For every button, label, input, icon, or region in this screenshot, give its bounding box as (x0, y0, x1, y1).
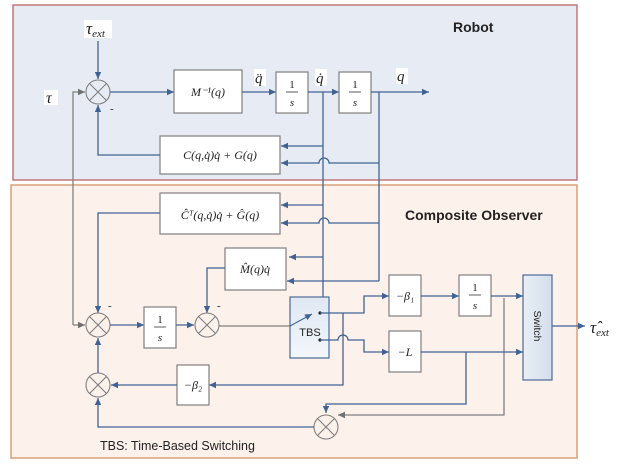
svg-text:s: s (353, 97, 357, 109)
observer-sum-junction-2 (194, 312, 220, 338)
coriolis-gravity-hat-label: Ĉᵀ(q,q̇)q̇ + Ĝ(q) (181, 208, 259, 222)
svg-text:s: s (158, 332, 162, 344)
integrator-to-bottom-mult-wire (338, 298, 505, 419)
inv-mass-label: M⁻¹(q) (190, 85, 225, 99)
momentum-to-sum-wire (203, 267, 225, 313)
L-to-bottom-mult-wire (322, 352, 467, 413)
tbs-legend-note: TBS: Time-Based Switching (100, 439, 255, 453)
tau-ext-hat-label: τ̂ext (590, 318, 610, 339)
robot-panel-title: Robot (453, 19, 494, 35)
observer-panel-title: Composite Observer (405, 207, 543, 223)
qdot-label-bg (315, 69, 327, 86)
beta1-label: −β₁ (396, 289, 414, 303)
qdot-label: q̇ (316, 71, 324, 87)
tbs-to-beta2-wire (209, 313, 344, 389)
coriolis-feedback-wire (94, 105, 160, 156)
observer-integrator-2-block: 1 s (458, 274, 492, 317)
tbs-label: TBS (299, 327, 320, 339)
qddot-label: q̈ (255, 71, 263, 87)
tbs-block[interactable]: TBS (289, 296, 330, 359)
gain-L-block: −L (388, 330, 422, 373)
svg-text:s: s (290, 97, 294, 109)
coriolis-gravity-hat-block: Ĉᵀ(q,q̇)q̇ + Ĝ(q) (159, 192, 281, 235)
robot-sum-minus-sign: - (110, 103, 114, 115)
observer-sum-1-minus-sign: - (108, 300, 112, 312)
gain-L-label: −L (398, 345, 413, 359)
svg-text:1: 1 (352, 79, 358, 91)
tau-ext-label: τext (86, 19, 106, 40)
qddot-label-bg (254, 69, 266, 86)
observer-sum-2-minus-sign: - (217, 300, 221, 312)
beta2-label: −β₂ (184, 378, 202, 392)
svg-text:1: 1 (472, 282, 478, 294)
integrator-2-block: 1 s (338, 71, 372, 114)
integrator-1-block: 1 s (275, 71, 309, 114)
svg-text:1: 1 (289, 79, 295, 91)
svg-text:1: 1 (157, 314, 163, 326)
q-label: q (397, 69, 405, 85)
momentum-hat-block: M̂(q)q̇ (224, 247, 287, 291)
tau-label: τ (46, 90, 53, 107)
beta1-block: −β₁ (388, 274, 422, 317)
q-to-coriolis-hat-wire (281, 217, 379, 227)
tbs-to-L-wire (320, 334, 389, 356)
coriolis-gravity-block: C(q,q̇)q̇ + G(q) (159, 135, 281, 175)
coriolis-hat-to-sum-wire (94, 212, 160, 313)
momentum-hat-label: M̂(q)q̇ (239, 262, 270, 276)
q-to-coriolis-wire (281, 157, 379, 167)
bottom-mult-to-sum3-wire (94, 398, 314, 428)
tau-ext-label-bg (84, 20, 112, 38)
switch-label: Switch (531, 311, 543, 342)
observer-integrator-block: 1 s (143, 306, 177, 349)
tau-input-wire (72, 88, 85, 325)
tau-label-bg (44, 90, 58, 105)
inv-mass-block: M⁻¹(q) (173, 69, 243, 114)
switch-block[interactable]: Switch (522, 274, 553, 381)
beta2-block: −β₂ (176, 364, 210, 406)
tbs-to-beta1-wire (320, 292, 389, 314)
q-label-bg (396, 68, 408, 84)
svg-text:s: s (473, 300, 477, 312)
coriolis-gravity-label: C(q,q̇)q̇ + G(q) (183, 148, 257, 162)
